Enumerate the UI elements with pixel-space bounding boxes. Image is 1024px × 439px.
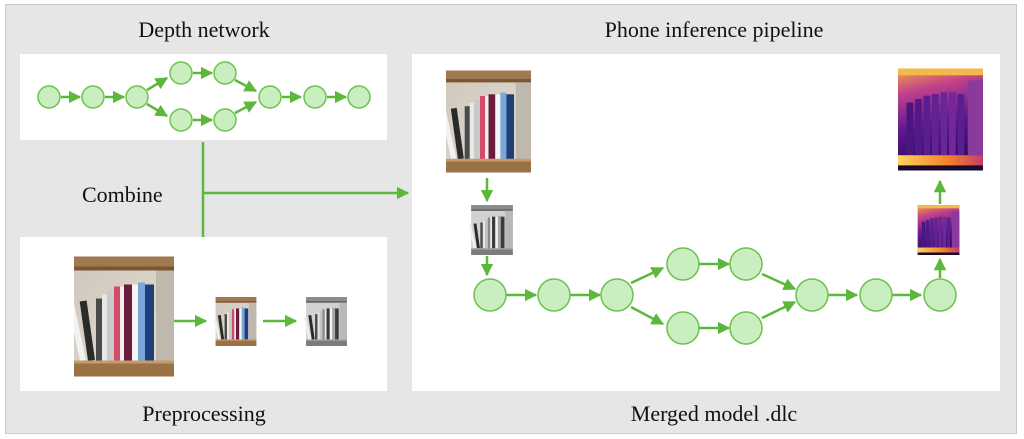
edge bbox=[234, 78, 258, 93]
depth-network-graph bbox=[37, 61, 371, 132]
network-node bbox=[666, 311, 700, 345]
network-node bbox=[169, 61, 193, 85]
network-node bbox=[303, 85, 327, 109]
edge bbox=[146, 102, 169, 118]
network-node bbox=[729, 311, 763, 345]
network-node bbox=[258, 85, 282, 109]
edge bbox=[630, 266, 665, 285]
merged-model-title: Merged model .dlc bbox=[630, 401, 798, 426]
network-node bbox=[347, 85, 371, 109]
phone-pipeline-title: Phone inference pipeline bbox=[604, 17, 824, 42]
bookshelf-photo-image bbox=[74, 256, 174, 377]
input-photo-image bbox=[446, 70, 531, 173]
network-node bbox=[213, 61, 237, 85]
network-node bbox=[81, 85, 105, 109]
grayscale-photo-image bbox=[303, 297, 347, 346]
grayscale-input-image bbox=[468, 205, 513, 255]
combine-label: Combine bbox=[82, 182, 163, 207]
network-node bbox=[37, 85, 61, 109]
depth-network-title: Depth network bbox=[138, 17, 270, 42]
edge bbox=[234, 100, 258, 115]
network-node bbox=[537, 278, 571, 312]
network-node bbox=[666, 247, 700, 281]
combine-connector bbox=[201, 142, 410, 237]
network-node bbox=[169, 108, 193, 132]
network-node bbox=[729, 247, 763, 281]
network-node bbox=[795, 278, 829, 312]
network-node bbox=[213, 108, 237, 132]
network-node bbox=[859, 278, 893, 312]
edge bbox=[761, 300, 797, 320]
phone-pipeline-flow bbox=[446, 68, 983, 345]
preprocessing-title: Preprocessing bbox=[142, 401, 266, 426]
edge bbox=[146, 76, 169, 92]
edge bbox=[630, 305, 665, 326]
network-node bbox=[125, 85, 149, 109]
resized-photo-image bbox=[213, 297, 257, 346]
network-node bbox=[600, 278, 634, 312]
edge bbox=[761, 272, 797, 291]
network-node bbox=[473, 278, 507, 312]
network-node bbox=[923, 278, 957, 312]
small-depth-map-image bbox=[917, 205, 960, 255]
preprocessing-flow bbox=[74, 256, 347, 377]
output-depth-map-image bbox=[898, 68, 983, 171]
